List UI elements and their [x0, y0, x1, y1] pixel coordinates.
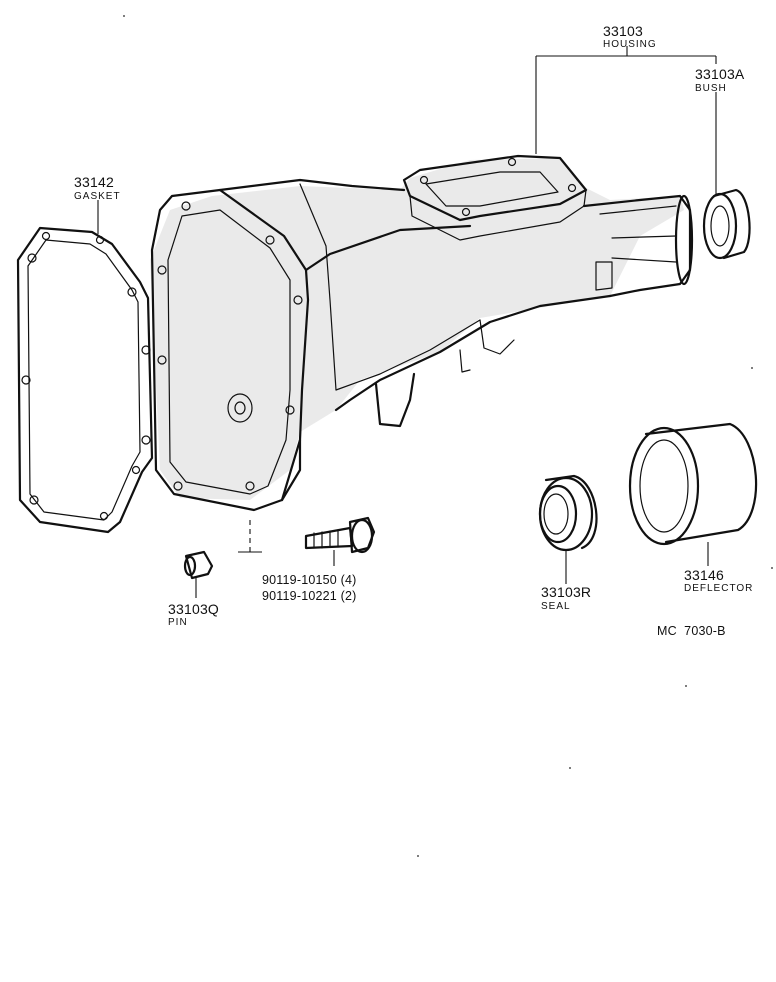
- seal-part-name: SEAL: [541, 601, 571, 612]
- bush-part-name: BUSH: [695, 83, 727, 94]
- housing-part-number: 33103: [603, 23, 643, 39]
- leader-lines: [97, 46, 717, 598]
- housing-drawing: [150, 154, 694, 512]
- bolt-drawing: [304, 516, 376, 554]
- bush-drawing: [702, 188, 751, 260]
- deflector-part-number: 33146: [684, 567, 724, 583]
- pin-part-number: 33103Q: [168, 601, 219, 617]
- gasket-drawing: [16, 226, 154, 534]
- deflector-part-name: DEFLECTOR: [684, 583, 753, 594]
- housing-part-name: HOUSING: [603, 39, 657, 50]
- pin-drawing: [183, 550, 214, 580]
- pin-part-name: PIN: [168, 617, 188, 628]
- gasket-part-number: 33142: [74, 174, 114, 190]
- bush-part-number: 33103A: [695, 66, 745, 82]
- seal-part-number: 33103R: [541, 584, 591, 600]
- figure-code: MC 7030-B: [657, 624, 726, 638]
- seal-drawing: [538, 474, 598, 552]
- bolt-part-number-2: 90119-10221 (2): [262, 589, 357, 603]
- gasket-part-name: GASKET: [74, 191, 121, 202]
- deflector-drawing: [628, 422, 758, 546]
- bolt-part-number-1: 90119-10150 (4): [262, 573, 357, 587]
